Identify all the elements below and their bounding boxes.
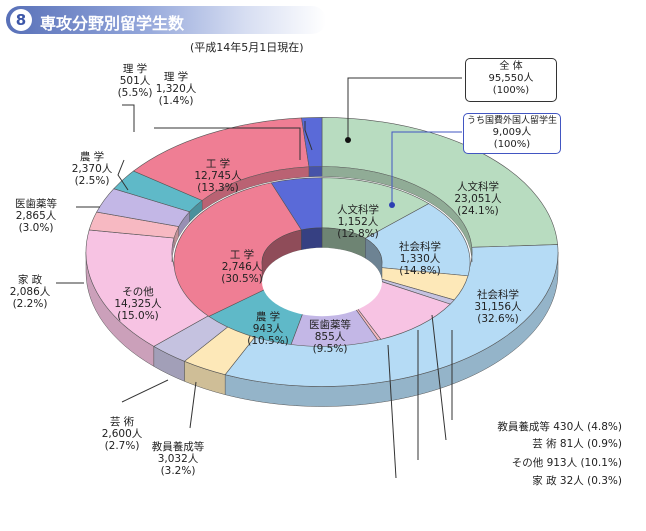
leader-line bbox=[304, 121, 313, 151]
gov-marker bbox=[389, 202, 395, 208]
label-inner-arts: 芸 術 81人 (0.9%) bbox=[532, 437, 622, 450]
gov-box-title: うち国費外国人留学生 bbox=[466, 116, 557, 126]
section-badge: 8 bbox=[10, 9, 32, 31]
leader-line bbox=[347, 77, 462, 140]
chart-title: 専攻分野別留学生数 bbox=[40, 14, 185, 33]
leader-line bbox=[387, 344, 397, 479]
header-bar: 8 専攻分野別留学生数 bbox=[6, 6, 326, 34]
leader-line bbox=[431, 314, 447, 441]
ring-top-layer bbox=[85, 117, 559, 387]
leader-line bbox=[122, 104, 135, 132]
total-box-title: 全 体 bbox=[499, 61, 523, 72]
leader-line bbox=[121, 379, 169, 403]
gov-box-value: 9,009人 bbox=[492, 127, 532, 138]
government-scholar-box: うち国費外国人留学生 9,009人 (100%) bbox=[463, 113, 561, 154]
total-marker bbox=[345, 137, 351, 143]
total-box-value: 95,550人 bbox=[488, 73, 534, 84]
chart-subtitle: (平成14年5月1日現在) bbox=[190, 41, 304, 54]
leader-line bbox=[117, 159, 129, 191]
leader-lines bbox=[56, 77, 462, 479]
ring-side-layer bbox=[85, 251, 559, 407]
label-inner-education: 教員養成等 430人 (4.8%) bbox=[497, 420, 622, 433]
total-box-percent: (100%) bbox=[492, 85, 530, 96]
total-box: 全 体 95,550人 (100%) bbox=[465, 58, 557, 102]
mid-wall-9-1 bbox=[308, 166, 323, 178]
leader-line bbox=[189, 381, 197, 429]
gov-box-percent: (100%) bbox=[493, 139, 531, 150]
center-hole bbox=[262, 247, 382, 317]
leader-line bbox=[154, 127, 301, 160]
hole-wall-9-1 bbox=[301, 227, 323, 251]
leader-line bbox=[391, 131, 462, 205]
label-inner-home: 家 政 32人 (0.3%) bbox=[532, 474, 622, 487]
label-inner-other: その他 913人 (10.1%) bbox=[512, 456, 622, 469]
